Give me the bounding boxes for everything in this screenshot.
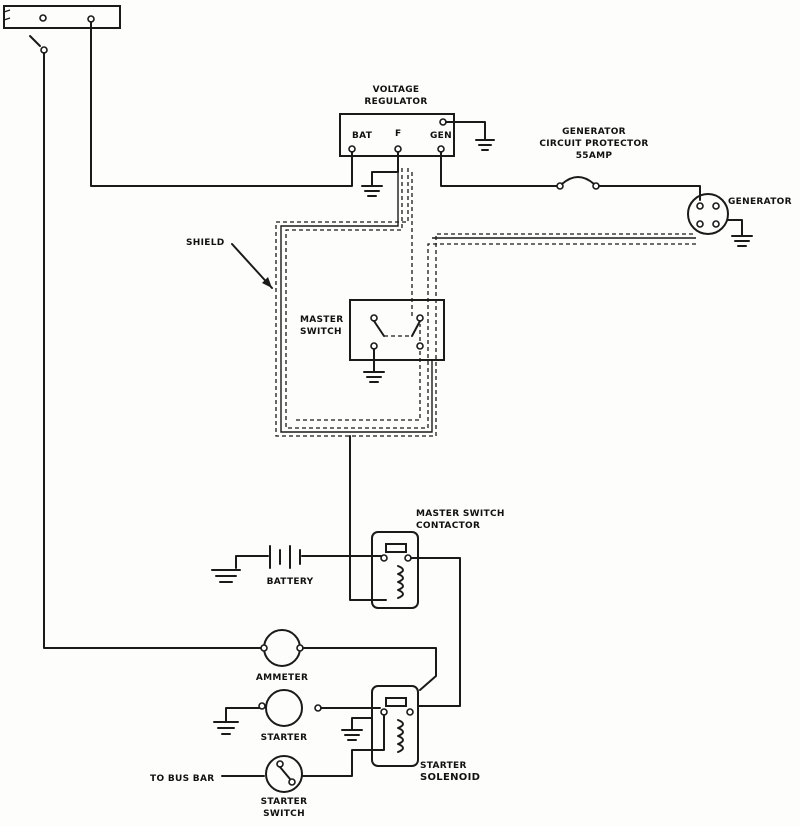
solenoid-label-2: SOLENOID bbox=[420, 772, 480, 783]
master-switch-label-1: MASTER bbox=[300, 315, 343, 325]
solenoid-label-1: STARTER bbox=[420, 761, 467, 771]
starter-switch-icon bbox=[265, 755, 303, 793]
f-ground-icon bbox=[361, 151, 399, 197]
shield-arrow-head bbox=[262, 277, 272, 288]
switch-to-contactor-wire bbox=[349, 435, 387, 601]
f-terminal-label: F bbox=[395, 129, 401, 139]
contactor-label-2: CONTACTOR bbox=[416, 521, 480, 531]
voltage-regulator-label-2: REGULATOR bbox=[364, 97, 427, 107]
switch-return-conductor bbox=[296, 324, 421, 421]
battery-ground-icon bbox=[211, 569, 241, 583]
voltage-regulator-label-1: VOLTAGE bbox=[373, 85, 420, 95]
master-switch-contactor: MASTER SWITCH CONTACTOR bbox=[371, 509, 505, 609]
master-switch: MASTER SWITCH bbox=[300, 299, 445, 361]
battery-label: BATTERY bbox=[267, 577, 314, 587]
starter-switch-to-solenoid-wire bbox=[301, 714, 385, 777]
generator-ground-icon bbox=[727, 219, 753, 247]
regulator-ground-icon bbox=[445, 121, 495, 151]
starter-ground-icon bbox=[213, 707, 260, 735]
circuit-protector-label-2: CIRCUIT PROTECTOR bbox=[539, 139, 648, 149]
f-conductor bbox=[280, 170, 433, 433]
starter-switch-label-1: STARTER bbox=[261, 797, 308, 807]
to-bus-bar-label: TO BUS BAR bbox=[150, 774, 214, 784]
bus-bar bbox=[3, 5, 121, 54]
gen-wire bbox=[440, 151, 558, 187]
protector-to-generator-wire bbox=[598, 185, 701, 201]
starter-label: STARTER bbox=[261, 733, 308, 743]
generator-icon bbox=[687, 193, 729, 235]
bus-to-ammeter-wire bbox=[43, 52, 263, 649]
starter-solenoid bbox=[371, 685, 419, 767]
battery-icon bbox=[235, 545, 382, 569]
bat-terminal-label: BAT bbox=[352, 131, 373, 141]
gen-terminal-label: GEN bbox=[430, 131, 452, 141]
solenoid-ground-icon bbox=[341, 717, 373, 741]
starter-icon bbox=[258, 689, 322, 727]
bat-wire bbox=[90, 21, 353, 187]
contactor-label-1: MASTER SWITCH bbox=[416, 509, 505, 519]
circuit-protector-label-1: GENERATOR bbox=[562, 127, 626, 137]
generator-label: GENERATOR bbox=[728, 197, 792, 207]
circuit-protector: GENERATOR CIRCUIT PROTECTOR 55AMP bbox=[539, 127, 648, 190]
master-switch-ground-icon bbox=[363, 348, 385, 383]
shield-outer bbox=[275, 168, 696, 437]
shield-inner bbox=[285, 168, 696, 429]
ammeter-label: AMMETER bbox=[256, 673, 308, 683]
starter-switch-label-2: SWITCH bbox=[263, 809, 305, 819]
ammeter-to-solenoid-wire bbox=[302, 647, 437, 691]
contactor-to-solenoid-wire bbox=[410, 557, 461, 707]
ammeter-icon bbox=[260, 629, 304, 667]
voltage-regulator: VOLTAGE REGULATOR BAT F GEN bbox=[339, 85, 455, 157]
master-switch-label-2: SWITCH bbox=[300, 327, 342, 337]
shield-label: SHIELD bbox=[186, 238, 225, 248]
circuit-protector-label-3: 55AMP bbox=[576, 151, 613, 161]
